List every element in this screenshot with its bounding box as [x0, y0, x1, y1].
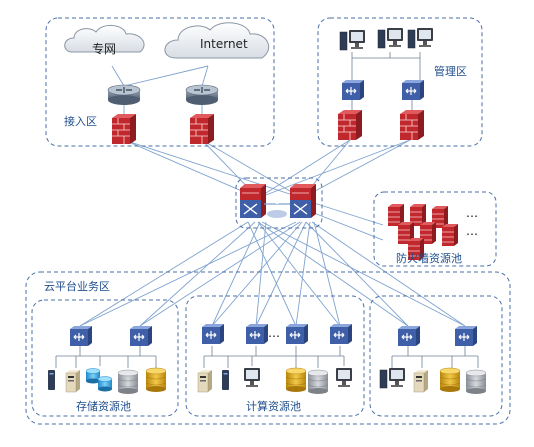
third-pool-box: [369, 295, 503, 417]
management-zone-label: 管理区: [434, 65, 467, 78]
core-stack-label: 0: [274, 196, 281, 207]
mgmt-pc-links: [351, 52, 421, 110]
cloud-business-zone-label: 云平台业务区: [44, 280, 110, 293]
links: [79, 65, 466, 327]
mgmt-switch-1: [341, 79, 365, 101]
access-zone-label: 接入区: [64, 115, 97, 128]
compute-switch-ellipsis: …: [268, 326, 281, 340]
storage-devices: [48, 367, 167, 395]
storage-switch-2: [129, 325, 153, 347]
pool3-switch-2: [454, 325, 478, 347]
access-zone-box: [45, 17, 275, 147]
cloud-internet: [164, 22, 270, 59]
mgmt-pc-1: [339, 29, 366, 51]
compute-pool-label: 计算资源池: [246, 400, 301, 413]
mgmt-pc-3: [407, 27, 434, 49]
compute-switch-4: [329, 323, 353, 345]
storage-switch-1: [69, 325, 93, 347]
firewall-pool-ellipsis-1: …: [466, 206, 479, 220]
zone-boxes: [25, 17, 511, 425]
cloud-business-box: [25, 271, 511, 425]
mgmt-switch-2: [401, 79, 425, 101]
mgmt-pc-2: [377, 27, 404, 49]
compute-links: [203, 346, 345, 368]
compute-pool-box: [185, 295, 365, 417]
compute-switch-2: [245, 323, 269, 345]
compute-switch-1: [201, 323, 225, 345]
firewall-pool-box: [373, 191, 497, 267]
firewall-pool-ellipsis-2: …: [466, 224, 479, 238]
compute-switch-3: [285, 323, 309, 345]
core-stack-link: [264, 203, 290, 218]
cloud-private-line: [64, 25, 145, 53]
access-router-2: [185, 84, 219, 106]
storage-links: [55, 346, 157, 368]
cloud-private-line-label: 专网: [92, 42, 117, 56]
pool3-devices: [379, 367, 487, 395]
core-switch-1: [239, 183, 267, 219]
cloud-internet-label: Internet: [200, 37, 248, 51]
pool3-switch-1: [397, 325, 421, 347]
access-firewall-1: [111, 113, 137, 145]
access-router-1: [107, 84, 141, 106]
management-zone-box: [317, 17, 483, 147]
third-pool-links: [391, 346, 479, 368]
storage-pool-label: 存储资源池: [76, 400, 131, 413]
firewall-pool-label: 防火墙资源池: [396, 252, 462, 265]
access-firewall-2: [189, 113, 215, 145]
compute-devices: [197, 367, 352, 395]
mgmt-firewall-2: [399, 109, 425, 141]
mgmt-firewall-1: [337, 109, 363, 141]
core-switch-2: [289, 183, 317, 219]
